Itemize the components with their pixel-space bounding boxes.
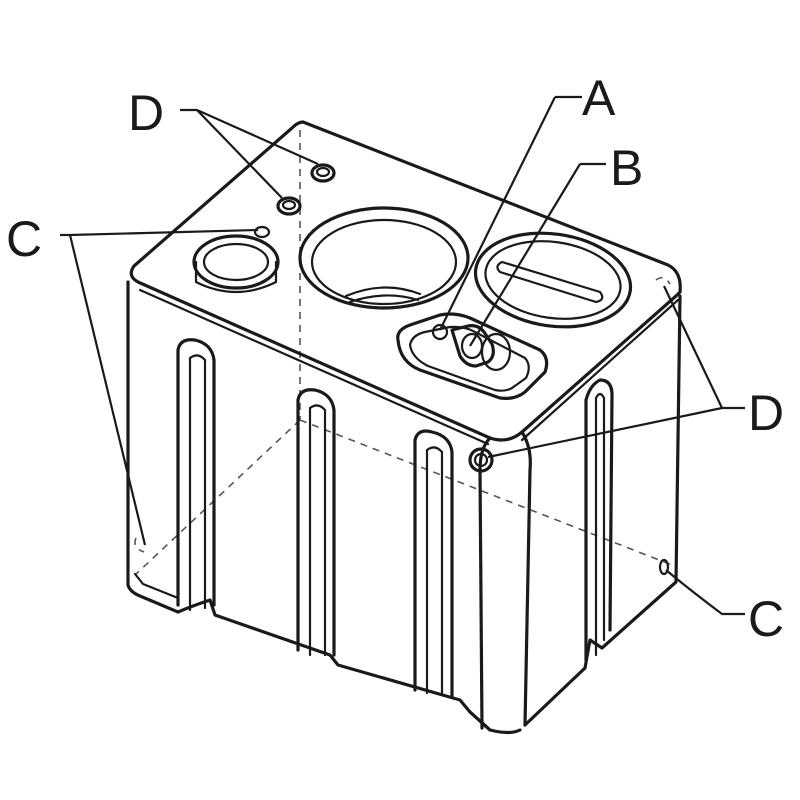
side-ribs	[584, 378, 614, 662]
valve-recess	[396, 312, 549, 400]
hidden-edges	[134, 130, 673, 576]
label-a: A	[582, 70, 616, 126]
round-cover	[473, 231, 633, 329]
front-ribs	[176, 338, 454, 699]
holes	[134, 163, 671, 576]
label-b: B	[610, 140, 643, 196]
label-d-top: D	[128, 85, 164, 141]
fill-ring	[192, 234, 280, 294]
label-c-left: C	[6, 211, 42, 267]
callout-labels: A B D C D C	[6, 70, 784, 647]
label-d-right: D	[748, 385, 784, 441]
label-c-right: C	[748, 591, 784, 647]
funnel-opening	[298, 206, 470, 310]
leader-lines	[60, 95, 745, 616]
tank-body	[126, 120, 682, 735]
